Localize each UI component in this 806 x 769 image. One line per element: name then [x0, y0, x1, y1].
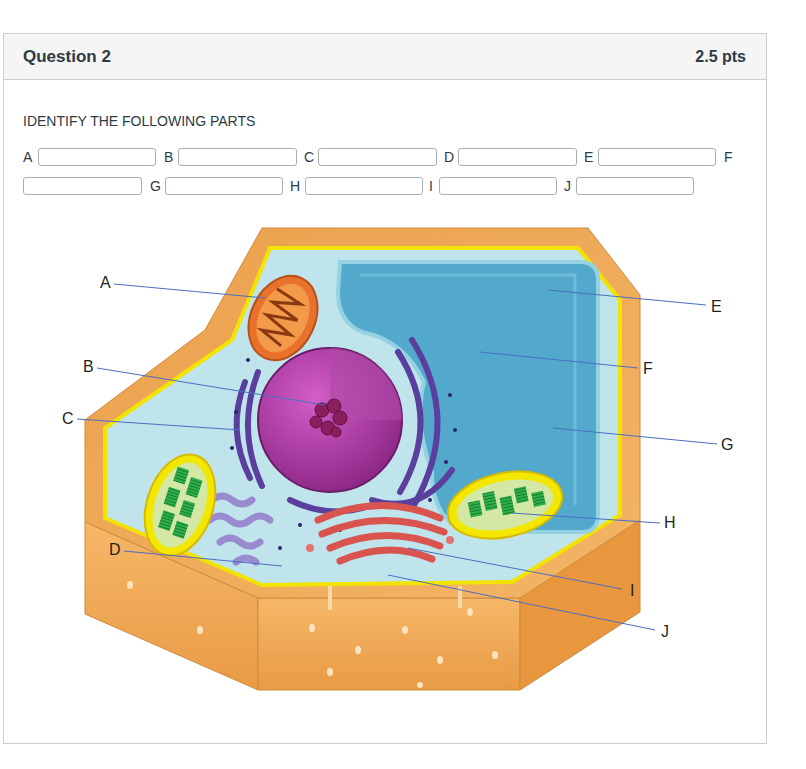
- answer-input: [576, 177, 694, 195]
- answer-input: [439, 177, 557, 195]
- answer-input: [598, 148, 716, 166]
- callout-letter: F: [643, 360, 653, 378]
- input-letter: F: [724, 149, 733, 165]
- callout-letter: J: [661, 623, 669, 641]
- answer-input: [458, 148, 577, 166]
- callout-letter: C: [62, 410, 74, 428]
- input-letter: I: [429, 178, 433, 194]
- answer-input: [178, 148, 297, 166]
- input-letter: B: [164, 149, 173, 165]
- input-letter: E: [584, 149, 593, 165]
- answer-input: [305, 177, 423, 195]
- input-letter: C: [304, 149, 314, 165]
- callout-letter: E: [711, 298, 722, 316]
- input-letter: J: [564, 178, 571, 194]
- question-title: Question 2: [23, 47, 111, 67]
- callout-letter: H: [664, 514, 676, 532]
- instruction-text: IDENTIFY THE FOLLOWING PARTS: [23, 113, 255, 129]
- input-letter: H: [290, 178, 300, 194]
- callout-letter: A: [100, 274, 111, 292]
- answer-input: [23, 177, 142, 195]
- callout-letter: G: [721, 436, 733, 454]
- input-letter: A: [23, 149, 32, 165]
- input-letter: G: [150, 178, 161, 194]
- input-letter: D: [444, 149, 454, 165]
- points-value: 2.5 pts: [695, 48, 746, 66]
- answer-input: [318, 148, 437, 166]
- callout-letter: B: [83, 358, 94, 376]
- answer-input: [165, 177, 283, 195]
- question-header: Question 2 2.5 pts: [4, 34, 766, 80]
- callout-letter: I: [630, 582, 634, 600]
- answer-input: [38, 148, 156, 166]
- callout-letter: D: [109, 541, 121, 559]
